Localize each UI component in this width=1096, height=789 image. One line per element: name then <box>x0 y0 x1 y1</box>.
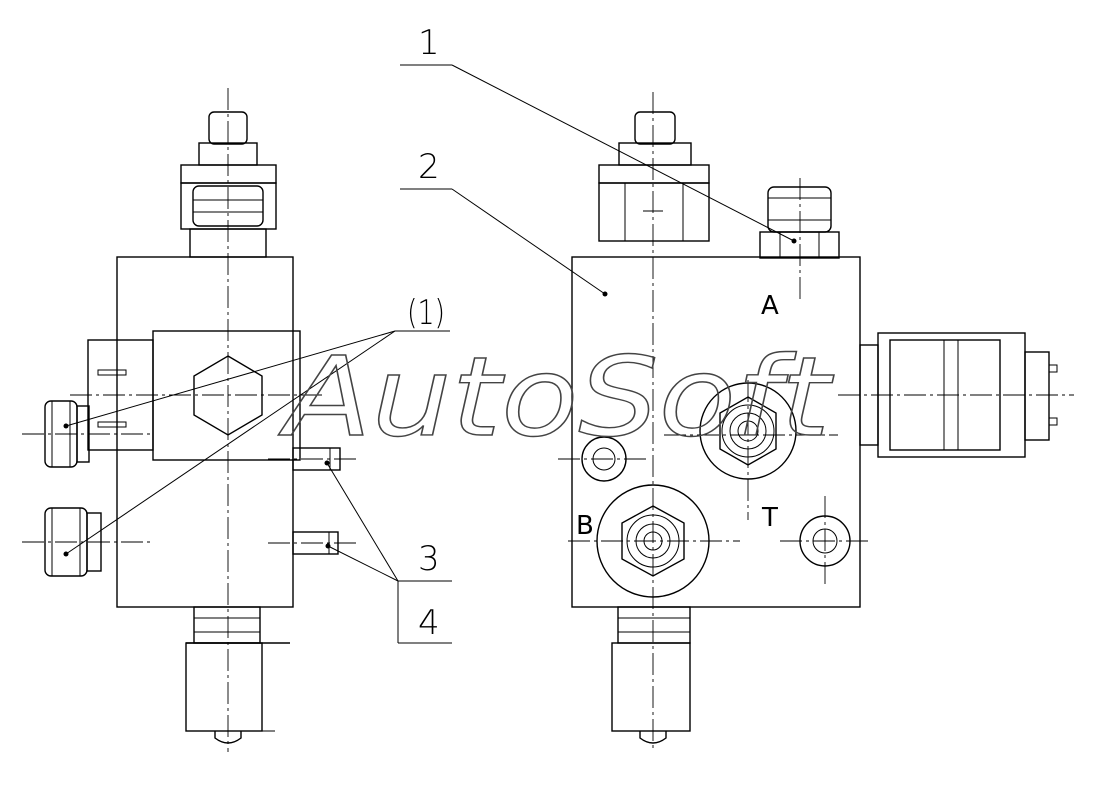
callout-2: 2 <box>418 147 440 187</box>
callout-3: 3 <box>418 539 440 579</box>
watermark-logo: AutoSoft <box>278 333 834 461</box>
front-view <box>400 64 1074 748</box>
port-label-a: A <box>761 291 779 321</box>
callout-1-paren: (1) <box>407 293 445 333</box>
port-label-t: T <box>761 503 778 533</box>
callout-1: 1 <box>418 23 440 63</box>
side-view <box>22 88 452 752</box>
callout-4: 4 <box>418 603 440 643</box>
port-label-b: B <box>576 511 594 541</box>
